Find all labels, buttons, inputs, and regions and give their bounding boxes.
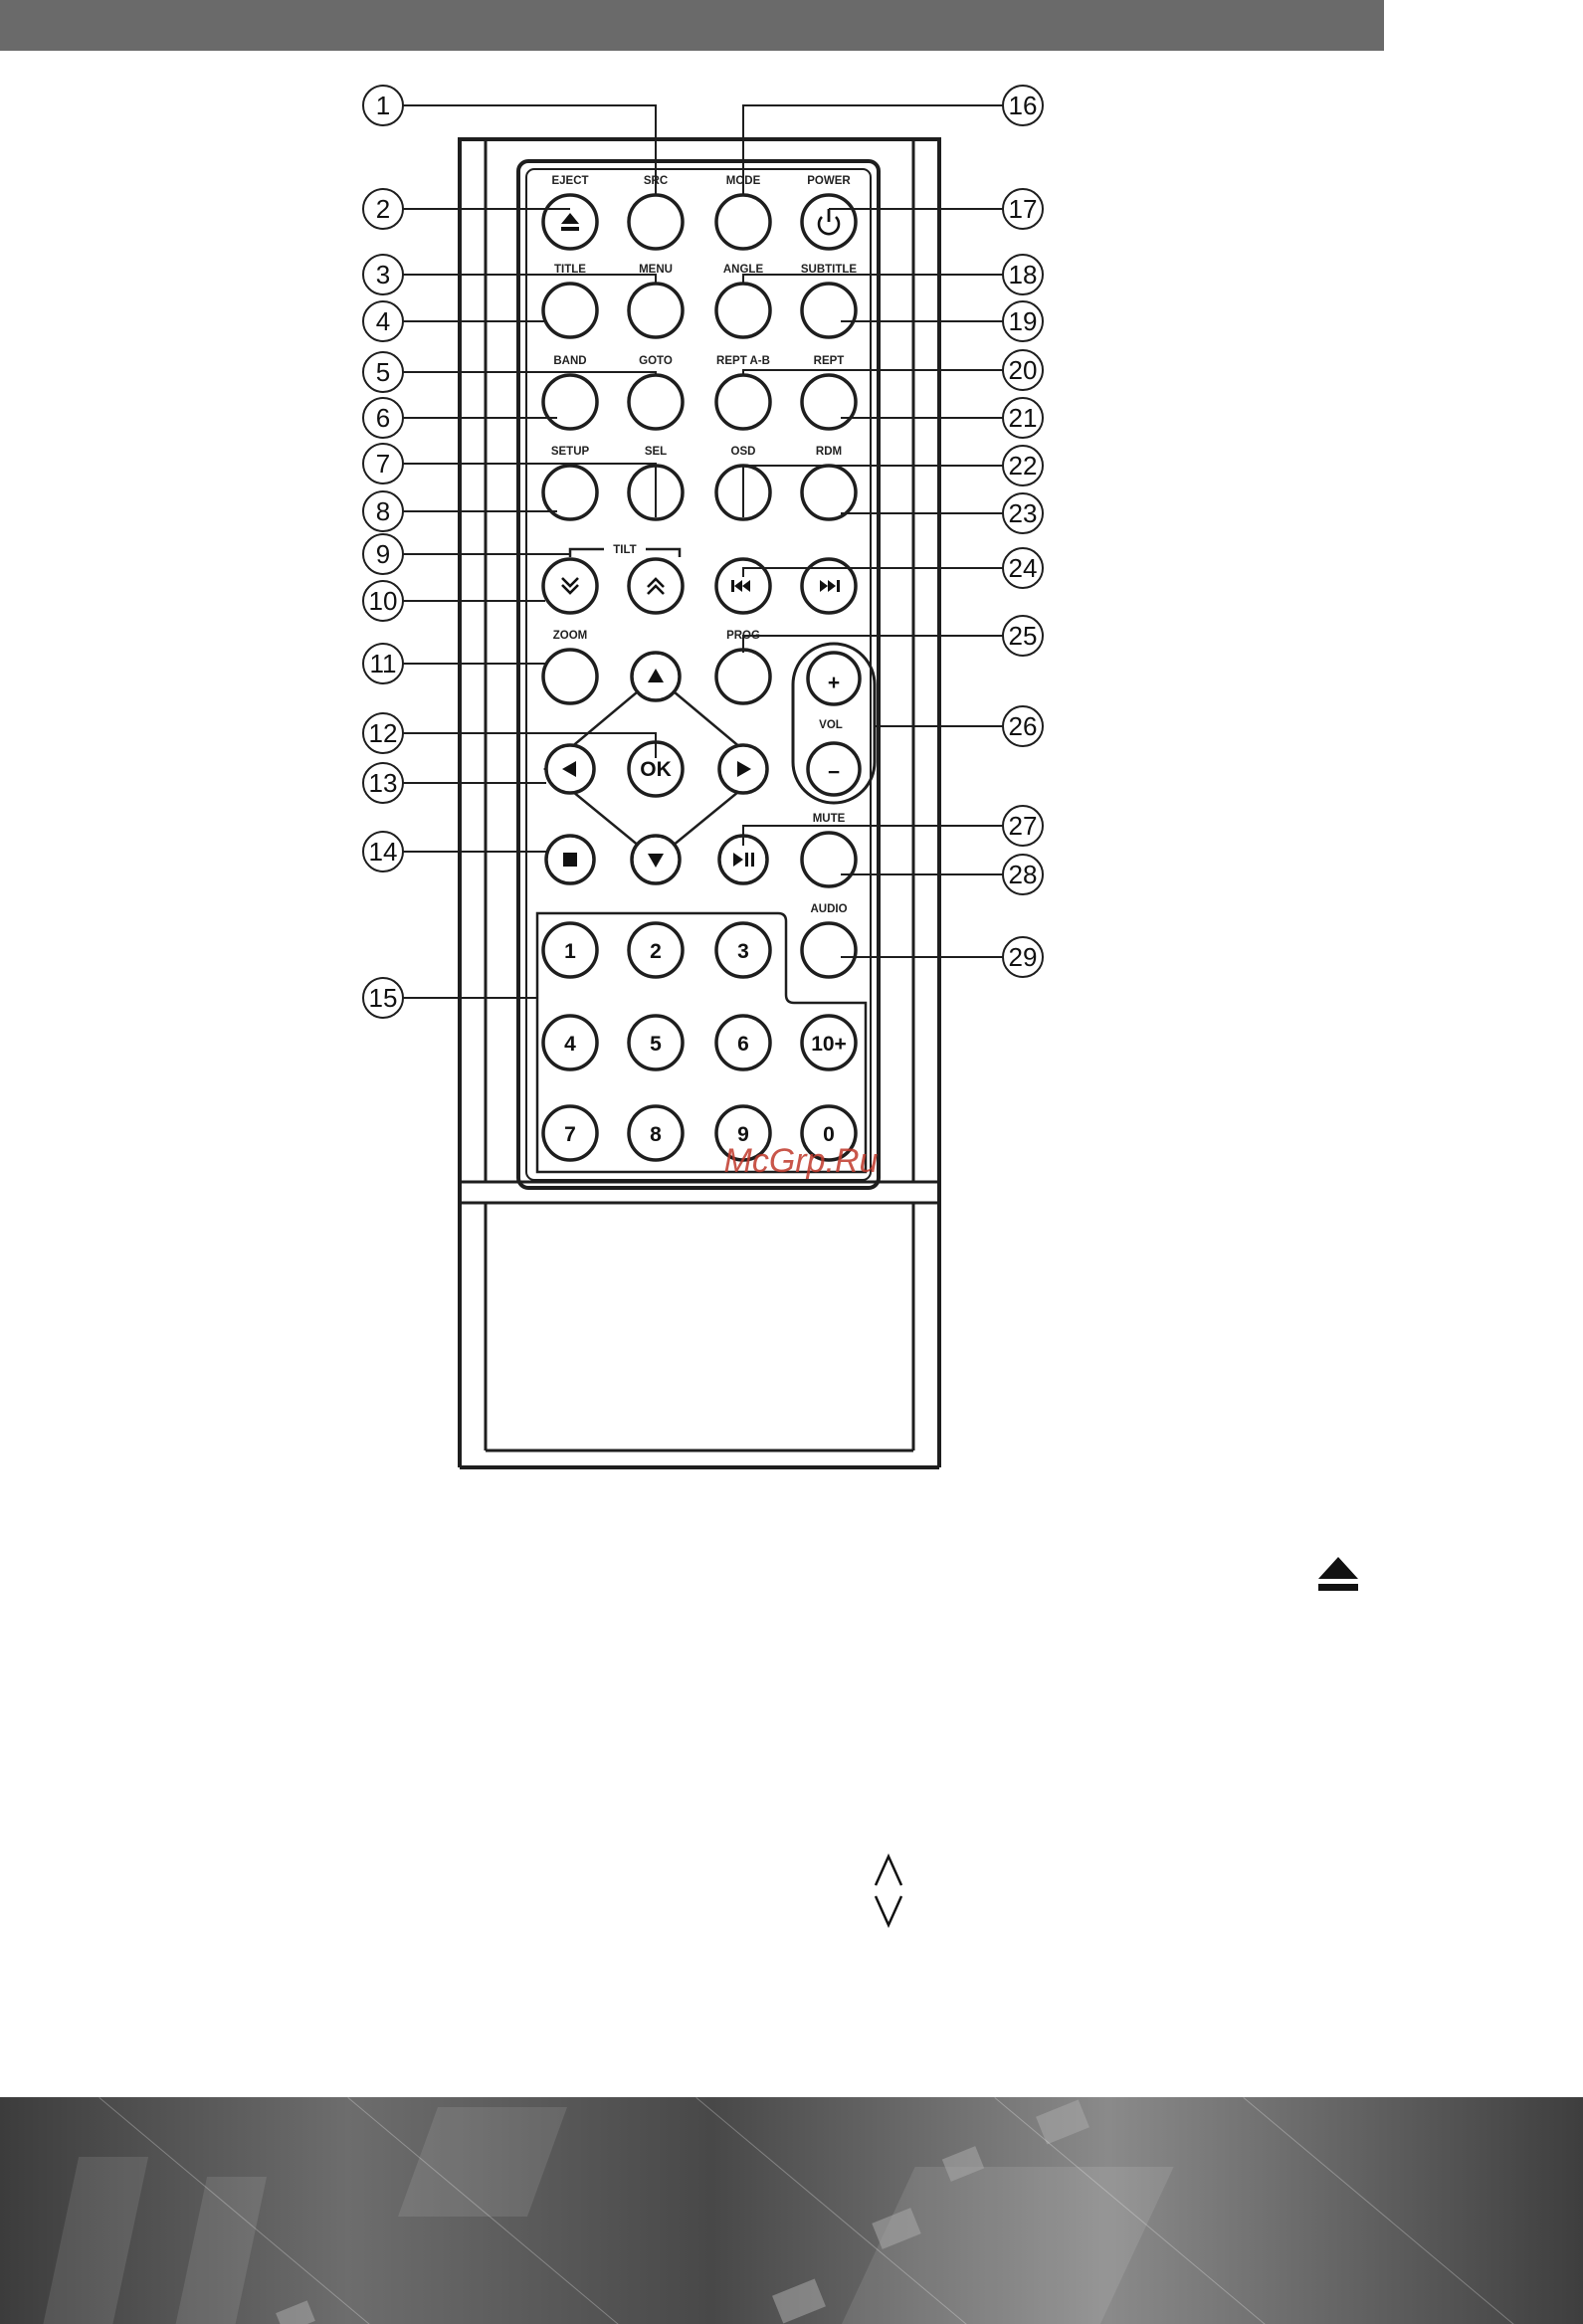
src-button[interactable] xyxy=(629,195,683,249)
osd-button-label: OSD xyxy=(731,446,756,458)
rept-ab-button-label: REPT A-B xyxy=(716,355,770,367)
goto-button-label: GOTO xyxy=(639,355,673,367)
eject-icon xyxy=(1318,1557,1358,1591)
vol-minus-button-icon: − xyxy=(828,761,840,784)
eject-button-label: EJECT xyxy=(551,175,588,187)
callout-leader-line xyxy=(743,636,1003,653)
callout-number: 17 xyxy=(1009,194,1038,224)
vol-label: VOL xyxy=(819,719,843,731)
keypad-digit: 8 xyxy=(650,1123,662,1146)
setup-button-label: SETUP xyxy=(551,446,590,458)
callout-number: 5 xyxy=(376,357,390,387)
stop-button-icon xyxy=(563,853,577,867)
mute-button-label: MUTE xyxy=(813,813,846,825)
keypad-digit: 6 xyxy=(737,1033,749,1056)
callout-number: 16 xyxy=(1009,91,1038,120)
callout-leader-line xyxy=(743,568,1003,577)
callout-number: 22 xyxy=(1009,451,1038,481)
audio-button[interactable] xyxy=(802,923,856,977)
callout-number: 28 xyxy=(1009,860,1038,889)
sel-button-label: SEL xyxy=(645,446,667,458)
callout-number: 26 xyxy=(1009,711,1038,741)
callout-number: 20 xyxy=(1009,355,1038,385)
tilt-label: TILT xyxy=(613,544,636,556)
remote-body xyxy=(460,139,939,1467)
footer-graphic xyxy=(0,2097,1583,2324)
callout-number: 1 xyxy=(376,91,390,120)
callout-leader-line xyxy=(403,464,656,517)
callout-number: 12 xyxy=(369,718,398,748)
callout-leader-line xyxy=(743,105,1003,195)
prog-button[interactable] xyxy=(716,650,770,703)
menu-button[interactable] xyxy=(629,284,683,337)
callout-leader-line xyxy=(403,372,656,376)
vol-minus-text: − xyxy=(828,761,840,784)
keypad-digit: 4 xyxy=(564,1033,576,1056)
power-button-label: POWER xyxy=(807,175,851,187)
keypad-digit: 2 xyxy=(650,940,662,963)
ok-button-icon: OK xyxy=(640,758,672,781)
ok-text: OK xyxy=(640,758,672,781)
callout-number: 3 xyxy=(376,260,390,290)
subtitle-button[interactable] xyxy=(802,284,856,337)
zoom-button[interactable] xyxy=(543,650,597,703)
vol-plus-button-icon: + xyxy=(828,672,840,694)
callout-leader-line xyxy=(743,466,1003,517)
keypad-digit: 1 xyxy=(564,940,576,963)
callout-leader-line xyxy=(403,105,656,195)
audio-button-label: AUDIO xyxy=(810,903,847,915)
callout-number: 8 xyxy=(376,496,390,526)
callout-number: 21 xyxy=(1009,403,1038,433)
band-button-label: BAND xyxy=(553,355,586,367)
rdm-button[interactable] xyxy=(802,466,856,519)
zoom-button-label: ZOOM xyxy=(553,630,588,642)
angle-button[interactable] xyxy=(716,284,770,337)
rdm-button-label: RDM xyxy=(816,446,842,458)
callout-leader-line xyxy=(403,733,656,758)
callout-number: 23 xyxy=(1009,498,1038,528)
callout-number: 2 xyxy=(376,194,390,224)
mode-button[interactable] xyxy=(716,195,770,249)
callout-number: 19 xyxy=(1009,306,1038,336)
callout-number: 13 xyxy=(369,768,398,798)
band-button[interactable] xyxy=(543,375,597,429)
callout-leader-line xyxy=(743,826,1003,846)
rept-button-label: REPT xyxy=(814,355,845,367)
rept-button[interactable] xyxy=(802,375,856,429)
watermark: McGrp.Ru xyxy=(724,1142,879,1180)
goto-button[interactable] xyxy=(629,375,683,429)
keypad-digit: 10+ xyxy=(811,1033,847,1056)
callout-number: 25 xyxy=(1009,621,1038,651)
callout-leader-line xyxy=(743,275,1003,284)
keypad-digit: 7 xyxy=(564,1123,576,1146)
callout-number: 7 xyxy=(376,449,390,479)
rept-ab-button[interactable] xyxy=(716,375,770,429)
title-button[interactable] xyxy=(543,284,597,337)
callout-number: 14 xyxy=(369,837,398,867)
callout-number: 10 xyxy=(369,586,398,616)
callout-number: 11 xyxy=(370,649,397,678)
callout-number: 9 xyxy=(376,539,390,569)
callout-number: 29 xyxy=(1009,942,1038,972)
vol-plus-text: + xyxy=(828,672,840,694)
callout-number: 15 xyxy=(369,983,398,1013)
up-down-arrows-icon xyxy=(876,1856,901,1925)
keypad-digit: 3 xyxy=(737,940,749,963)
callout-number: 18 xyxy=(1009,260,1038,290)
keypad-digit: 5 xyxy=(650,1033,662,1056)
callout-number: 6 xyxy=(376,403,390,433)
mute-button[interactable] xyxy=(802,833,856,886)
callout-number: 27 xyxy=(1009,811,1038,841)
callout-number: 4 xyxy=(376,306,390,336)
callout-number: 24 xyxy=(1009,553,1038,583)
callout-leader-line xyxy=(743,370,1003,376)
callout-leader-line xyxy=(403,275,656,284)
